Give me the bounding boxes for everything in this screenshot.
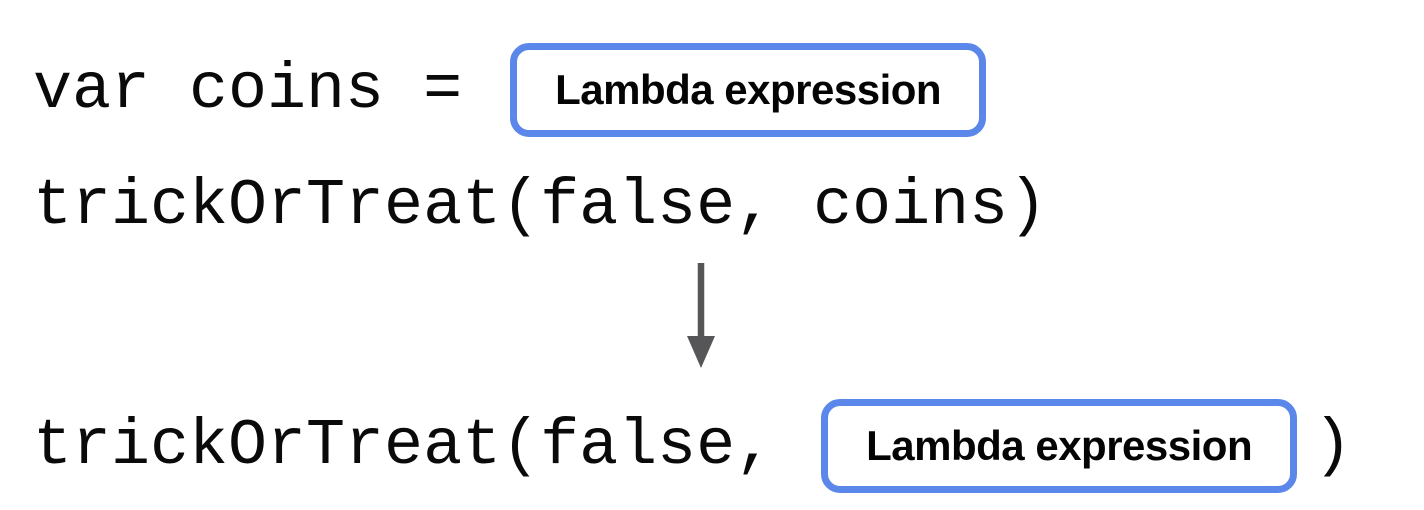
call-line: trickOrTreat(false, coins) bbox=[33, 174, 1047, 239]
lambda-expression-box: Lambda expression bbox=[510, 43, 987, 137]
lambda-expression-label: Lambda expression bbox=[866, 422, 1253, 469]
down-arrow-icon bbox=[687, 263, 715, 368]
lambda-expression-label: Lambda expression bbox=[555, 66, 942, 113]
result-code-suffix: ) bbox=[1313, 408, 1353, 483]
result-line: trickOrTreat(false, Lambda expression ) bbox=[33, 398, 1352, 494]
call-code: trickOrTreat(false, coins) bbox=[33, 169, 1048, 243]
lambda-expression-box: Lambda expression bbox=[821, 399, 1298, 493]
assignment-line: var coins = Lambda expression bbox=[33, 42, 987, 138]
assignment-code: var coins = bbox=[33, 52, 463, 127]
result-code-prefix: trickOrTreat(false, bbox=[33, 408, 775, 483]
